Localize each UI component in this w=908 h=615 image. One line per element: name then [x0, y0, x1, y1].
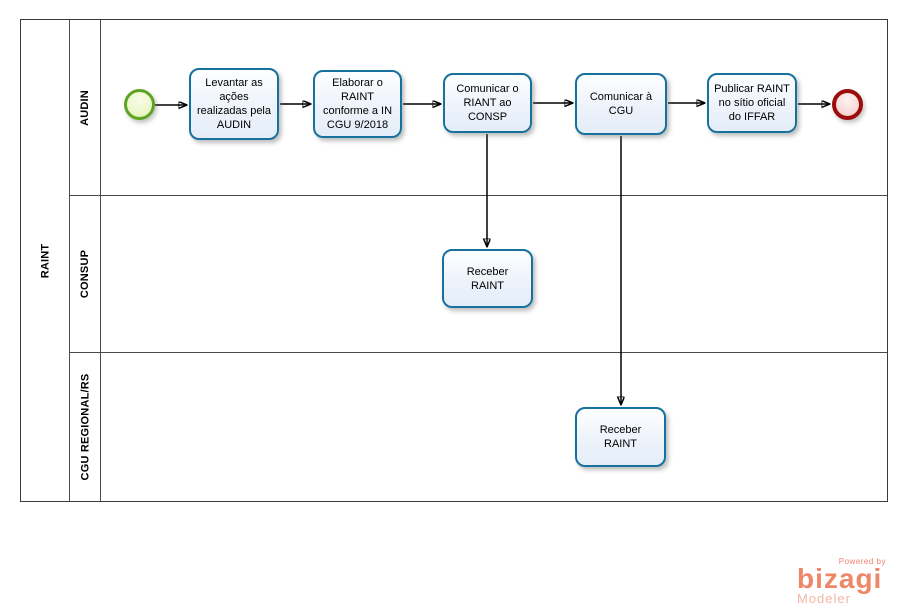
lane-audin: AUDIN [70, 20, 887, 196]
task-receber-raint-consup[interactable]: Receber RAINT [442, 249, 533, 308]
task-levantar-acoes-audin[interactable]: Levantar as ações realizadas pela AUDIN [189, 68, 279, 140]
lane-consup: CONSUP [70, 196, 887, 353]
task-receber-raint-cgu[interactable]: Receber RAINT [575, 407, 666, 467]
end-event[interactable] [832, 89, 863, 120]
task-publicar-raint-iffar[interactable]: Publicar RAINT no sítio oficial do IFFAR [707, 73, 797, 133]
bizagi-wordmark: bizagi [797, 563, 883, 594]
lane-cgu-label-cell: CGU REGIONAL/RS [70, 353, 101, 501]
lane-consup-label: CONSUP [79, 249, 92, 299]
powered-by-label: Powered by [838, 557, 886, 566]
modeler-label: Modeler [797, 591, 851, 606]
task-elaborar-raint[interactable]: Elaborar o RAINT conforme a IN CGU 9/201… [313, 70, 402, 138]
lane-consup-label-cell: CONSUP [70, 196, 101, 352]
lanes-container: AUDIN CONSUP CGU REGIONAL/RS [70, 20, 887, 501]
lane-audin-label-cell: AUDIN [70, 20, 101, 195]
pool-label: RAINT [38, 243, 51, 278]
lane-cgu-regional-rs: CGU REGIONAL/RS [70, 353, 887, 501]
pool-header: RAINT [21, 20, 70, 501]
task-comunicar-riant-consp[interactable]: Comunicar o RIANT ao CONSP [443, 73, 532, 133]
bizagi-logo: Powered by bizagi Modeler [797, 557, 889, 606]
task-comunicar-cgu[interactable]: Comunicar à CGU [575, 73, 667, 135]
start-event[interactable] [124, 89, 155, 120]
lane-audin-label: AUDIN [79, 89, 91, 126]
lane-cgu-label: CGU REGIONAL/RS [79, 373, 91, 481]
